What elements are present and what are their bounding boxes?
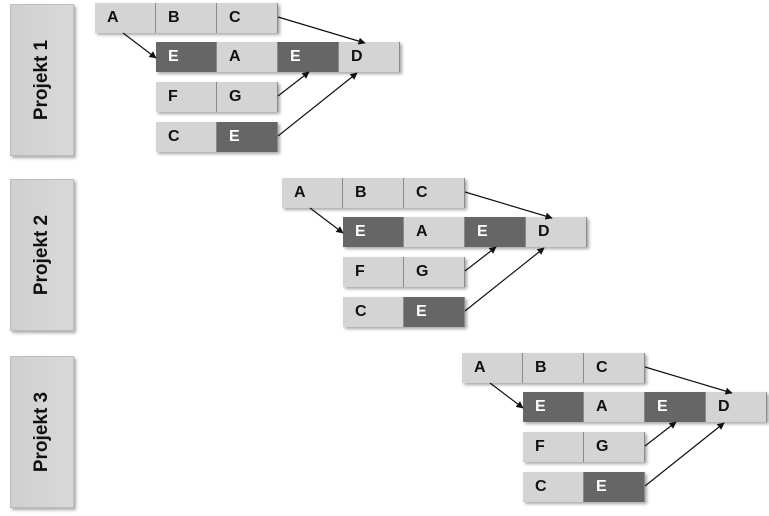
task-cell: C [217,3,278,33]
task-cell: E [465,217,526,247]
task-cell: A [462,353,523,383]
task-cell: C [343,297,404,327]
task-cell: G [217,82,278,112]
project-label: Projekt 1 [10,4,74,156]
task-cell: E [523,392,584,422]
task-cell: C [404,178,465,208]
task-cell: B [523,353,584,383]
task-cell: E [156,42,217,72]
task-cell: F [343,257,404,287]
task-cell: C [156,122,217,152]
task-cell: E [278,42,339,72]
project-label: Projekt 2 [10,179,74,331]
task-cell: E [404,297,465,327]
task-cell: A [584,392,645,422]
project-label-text: Projekt 2 [31,214,52,296]
task-cell: C [523,472,584,502]
task-cell: A [95,3,156,33]
task-cell: F [156,82,217,112]
task-cell: E [343,217,404,247]
task-cell: E [645,392,706,422]
task-cell: F [523,432,584,462]
task-cell: B [343,178,404,208]
task-cell: A [404,217,465,247]
task-cell: A [282,178,343,208]
task-cell: G [404,257,465,287]
project-label-text: Projekt 3 [31,391,52,473]
task-cell: G [584,432,645,462]
task-cell: D [526,217,587,247]
task-cell: E [217,122,278,152]
task-cell: D [706,392,767,422]
task-cell: B [156,3,217,33]
task-cell: E [584,472,645,502]
task-cell: C [584,353,645,383]
task-cell: D [339,42,400,72]
project-label: Projekt 3 [10,356,74,508]
project-label-text: Projekt 1 [31,39,52,121]
task-cell: A [217,42,278,72]
